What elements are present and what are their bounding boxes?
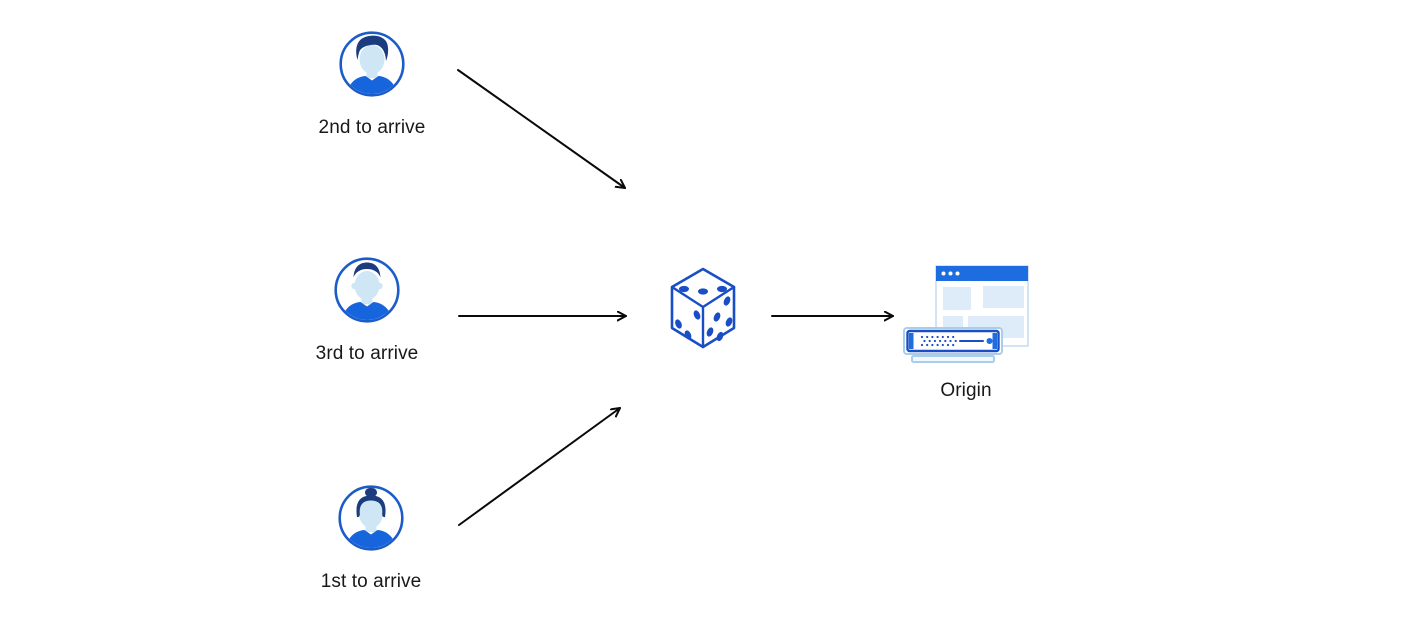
client-node-2nd: 2nd to arrive xyxy=(292,31,452,138)
client-label: 3rd to arrive xyxy=(315,343,419,364)
dice-icon xyxy=(670,267,736,349)
client-label: 2nd to arrive xyxy=(318,117,426,138)
client-node-1st: 1st to arrive xyxy=(291,485,451,592)
arrow-client1-to-dice xyxy=(458,407,621,526)
client-label: 1st to arrive xyxy=(320,571,422,592)
man-short-hair-avatar-icon xyxy=(334,257,400,323)
arrow-client2-to-dice xyxy=(457,69,626,189)
client-node-3rd: 3rd to arrive xyxy=(287,257,447,364)
origin-node: Origin xyxy=(886,260,1046,401)
origin-label: Origin xyxy=(940,380,992,401)
woman-bun-hair-avatar-icon xyxy=(338,485,404,551)
origin-server-browser-icon xyxy=(903,265,1029,363)
server-icon xyxy=(903,327,1003,363)
man-swept-hair-avatar-icon xyxy=(339,31,405,97)
